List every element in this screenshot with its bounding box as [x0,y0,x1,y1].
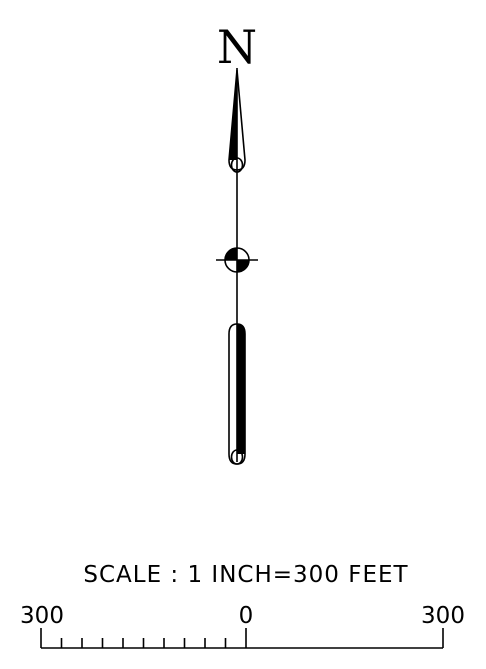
arrow-head-outline [228,69,246,171]
scale-label-right: 300 [421,603,465,629]
crosshair-quadrant-lower-right [237,260,249,272]
scale-bar [40,628,444,649]
scale-label-left: 300 [20,603,64,629]
tail-rod-ring [230,449,244,465]
tail-rod-fill [237,324,245,454]
scale-label-zero: 0 [239,603,254,629]
arrow-head-ring [230,157,244,173]
scale-caption: SCALE : 1 INCH=300 FEET [83,562,408,588]
arrow-head-fill [229,70,237,160]
north-label: N [217,20,257,74]
crosshair-quadrant-upper-left [225,248,237,260]
north-arrow [216,68,258,465]
